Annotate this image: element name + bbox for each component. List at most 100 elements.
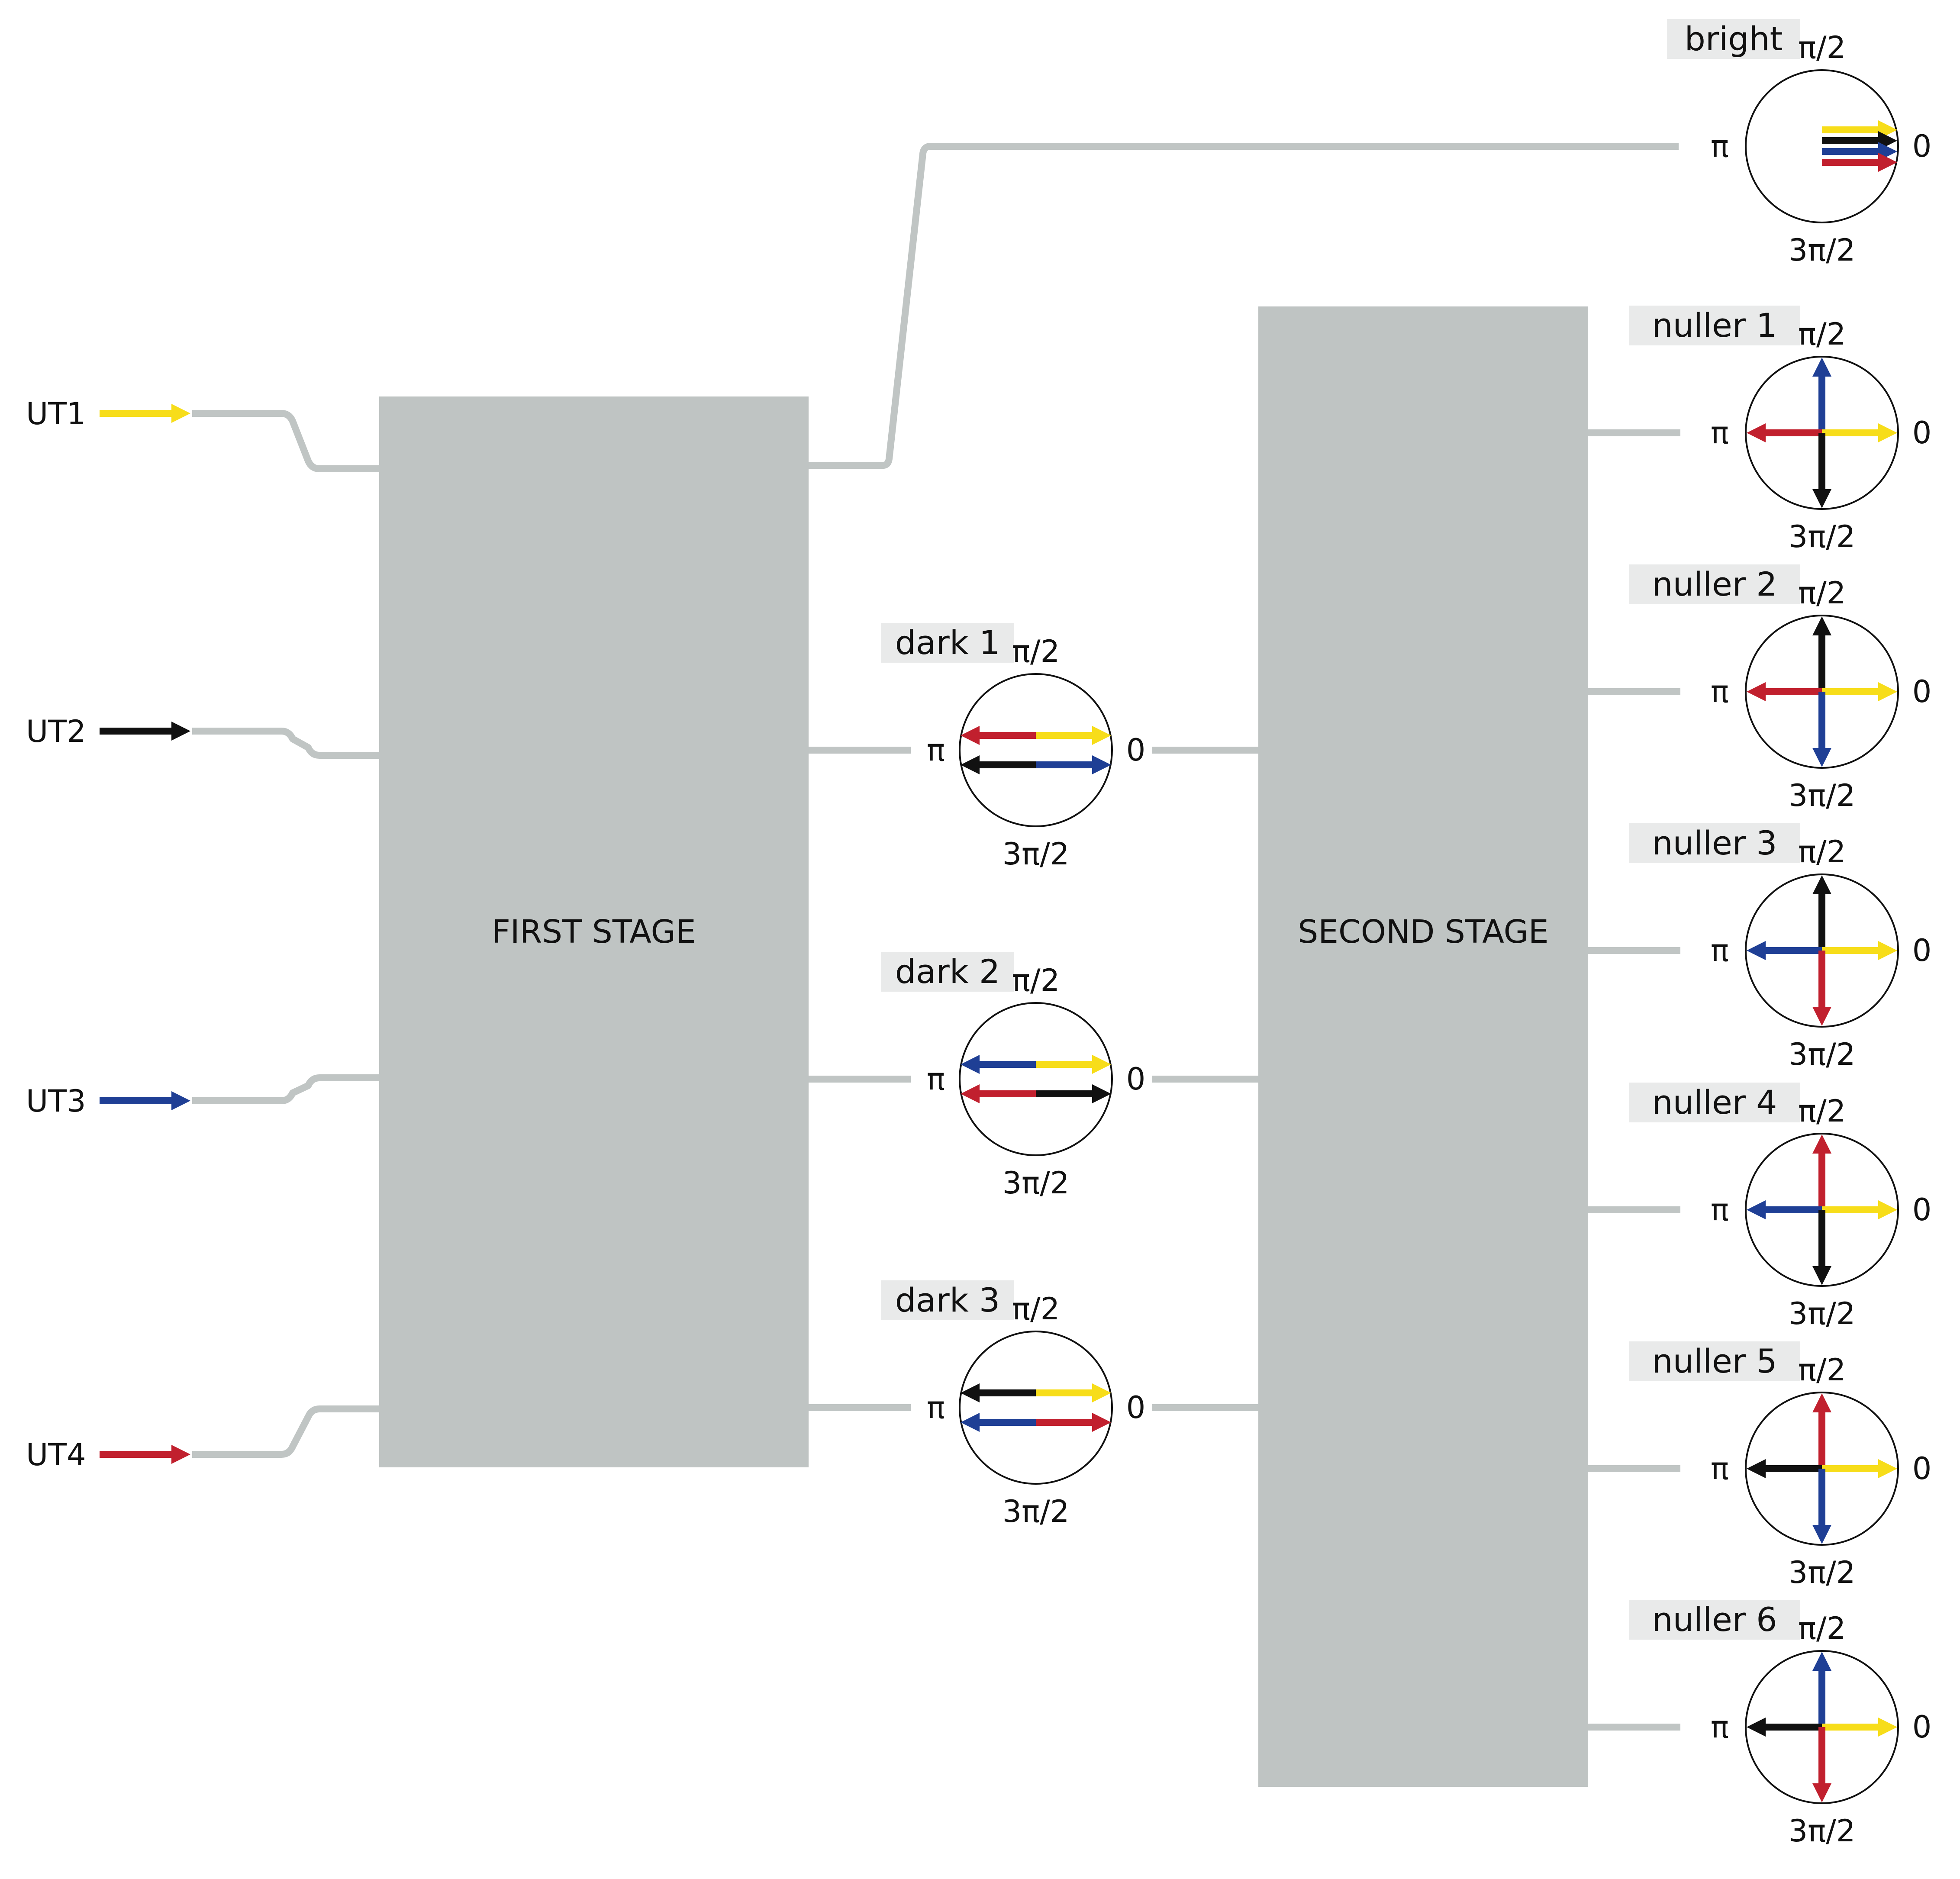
nuller-4-arrow-ut4-head bbox=[1812, 1134, 1831, 1154]
nuller-2-arrow-ut1-head bbox=[1878, 682, 1897, 701]
input-label-ut1: UT1 bbox=[26, 396, 86, 432]
dark-2-arrow-ut2-head bbox=[1092, 1084, 1111, 1103]
nuller-6-output-tag-bg bbox=[1629, 1600, 1800, 1640]
dark-3-arrow-ut2 bbox=[961, 1383, 1036, 1402]
bright-output-circle bbox=[1745, 69, 1899, 223]
dark-1-arrow-ut3-head bbox=[1092, 755, 1111, 774]
nuller-1-output-tag-bg bbox=[1629, 306, 1800, 345]
dark-3-output-circle bbox=[959, 1331, 1113, 1485]
input-arrow-ut2-head bbox=[171, 722, 190, 741]
nuller-5-output-tag-bg bbox=[1629, 1341, 1800, 1381]
bright-output-label-half-pi: π/2 bbox=[1798, 30, 1846, 65]
nuller-5-arrow-ut4-head bbox=[1812, 1393, 1831, 1412]
nuller-4-arrow-ut1 bbox=[1822, 1200, 1897, 1219]
nuller-5-arrow-ut1-head bbox=[1878, 1459, 1897, 1478]
nuller-2-output-label-three-half-pi: 3π/2 bbox=[1789, 778, 1856, 813]
dark-2-output-tag: dark 2 bbox=[895, 952, 1000, 991]
nuller-4-arrow-ut4 bbox=[1812, 1134, 1831, 1210]
nuller-6-arrow-ut1-head bbox=[1878, 1718, 1897, 1737]
nuller-6-output-label-pi: π bbox=[1711, 1709, 1729, 1745]
nuller-4-arrow-ut2-head bbox=[1812, 1266, 1831, 1285]
nuller-1-arrow-ut4 bbox=[1747, 423, 1822, 442]
dark-2-arrow-ut1 bbox=[1036, 1055, 1111, 1074]
dark-2-arrow-ut3 bbox=[961, 1055, 1036, 1074]
second-stage-label: SECOND STAGE bbox=[1298, 913, 1548, 951]
dark-1-arrow-ut4 bbox=[961, 726, 1036, 745]
nuller-2-arrow-ut3 bbox=[1812, 692, 1831, 767]
nuller-6-arrow-ut4 bbox=[1812, 1727, 1831, 1802]
bright-output-tag-bg bbox=[1667, 19, 1800, 59]
waveguide-lines bbox=[192, 143, 1680, 1731]
dark-1-output-label-zero: 0 bbox=[1126, 732, 1146, 768]
dark-2-output-label-three-half-pi: 3π/2 bbox=[1003, 1165, 1070, 1201]
dark-3-output-label-pi: π bbox=[927, 1390, 945, 1425]
nuller-2-output-label-half-pi: π/2 bbox=[1798, 575, 1846, 611]
dark-2-arrow-ut4-head bbox=[961, 1084, 980, 1103]
nuller-4-arrow-ut2 bbox=[1812, 1210, 1831, 1285]
bright-arrow-ut4-head bbox=[1878, 153, 1897, 172]
dark-2-arrow-ut3-head bbox=[961, 1055, 980, 1074]
dark-1-arrow-ut3 bbox=[1036, 755, 1111, 774]
nuller-3-arrow-ut1 bbox=[1822, 941, 1897, 960]
bright-output-label-pi: π bbox=[1711, 129, 1729, 164]
nuller-6-output-label-zero: 0 bbox=[1912, 1709, 1932, 1745]
nuller-3-arrow-ut2 bbox=[1812, 875, 1831, 951]
second-stage-box bbox=[1258, 306, 1588, 1787]
nuller-5-output-label-pi: π bbox=[1711, 1451, 1729, 1486]
nuller-2-output-tag-bg bbox=[1629, 564, 1800, 604]
dark-3-output-label-three-half-pi: 3π/2 bbox=[1003, 1494, 1070, 1529]
dark-1-arrow-ut1-head bbox=[1092, 726, 1111, 745]
dark-3-output-tag-bg bbox=[881, 1280, 1014, 1320]
nuller-5-output-label-three-half-pi: 3π/2 bbox=[1789, 1555, 1856, 1590]
nuller-4-output-tag: nuller 4 bbox=[1652, 1083, 1777, 1122]
nuller-6-arrow-ut1 bbox=[1822, 1718, 1897, 1737]
dark-2-output-tag-bg bbox=[881, 952, 1014, 992]
dark-3-output-label-half-pi: π/2 bbox=[1012, 1291, 1060, 1327]
nuller-3-output-tag-bg bbox=[1629, 823, 1800, 863]
first-stage-box bbox=[379, 396, 809, 1467]
nuller-1-arrow-ut1-head bbox=[1878, 423, 1897, 442]
nuller-2-arrow-ut1 bbox=[1822, 682, 1897, 701]
nuller-2-arrow-ut4 bbox=[1747, 682, 1822, 701]
dark-3-arrow-ut4-head bbox=[1092, 1413, 1111, 1432]
nuller-1-output-label-zero: 0 bbox=[1912, 415, 1932, 451]
dark-3-arrow-ut1-head bbox=[1092, 1383, 1111, 1402]
input-arrow-ut1-head bbox=[171, 404, 190, 423]
input-label-ut3: UT3 bbox=[26, 1083, 86, 1119]
nuller-1-output-tag: nuller 1 bbox=[1652, 306, 1777, 345]
nuller-6-output-tag: nuller 6 bbox=[1652, 1600, 1777, 1639]
nuller-3-arrow-ut4-head bbox=[1812, 1007, 1831, 1026]
dark-1-arrow-ut2-head bbox=[961, 755, 980, 774]
nuller-6-arrow-ut4-head bbox=[1812, 1783, 1831, 1802]
nuller-1-arrow-ut1 bbox=[1822, 423, 1897, 442]
nuller-2-output-label-pi: π bbox=[1711, 674, 1729, 709]
nuller-2-output-label-zero: 0 bbox=[1912, 674, 1932, 709]
dark-1-arrow-ut1 bbox=[1036, 726, 1111, 745]
input-line-ut4 bbox=[192, 1405, 379, 1458]
input-line-ut3 bbox=[192, 1074, 379, 1104]
nuller-5-output-label-zero: 0 bbox=[1912, 1451, 1932, 1486]
dark-1-output-tag: dark 1 bbox=[895, 623, 1000, 662]
dark-2-arrow-ut2 bbox=[1036, 1084, 1111, 1103]
nuller-6-output-label-three-half-pi: 3π/2 bbox=[1789, 1813, 1856, 1849]
dark-2-arrow-ut4 bbox=[961, 1084, 1036, 1103]
nuller-3-arrow-ut3-head bbox=[1747, 941, 1766, 960]
dark-1-output-label-three-half-pi: 3π/2 bbox=[1003, 836, 1070, 872]
dark-2-output-label-zero: 0 bbox=[1126, 1061, 1146, 1097]
dark-1-output-label-half-pi: π/2 bbox=[1012, 634, 1060, 669]
bright-output-label-zero: 0 bbox=[1912, 129, 1932, 164]
bright-output-label-three-half-pi: 3π/2 bbox=[1789, 232, 1856, 268]
dark-1-output-label-pi: π bbox=[927, 732, 945, 768]
nuller-5-arrow-ut2-head bbox=[1747, 1459, 1766, 1478]
dark-2-output-circle bbox=[959, 1002, 1113, 1156]
